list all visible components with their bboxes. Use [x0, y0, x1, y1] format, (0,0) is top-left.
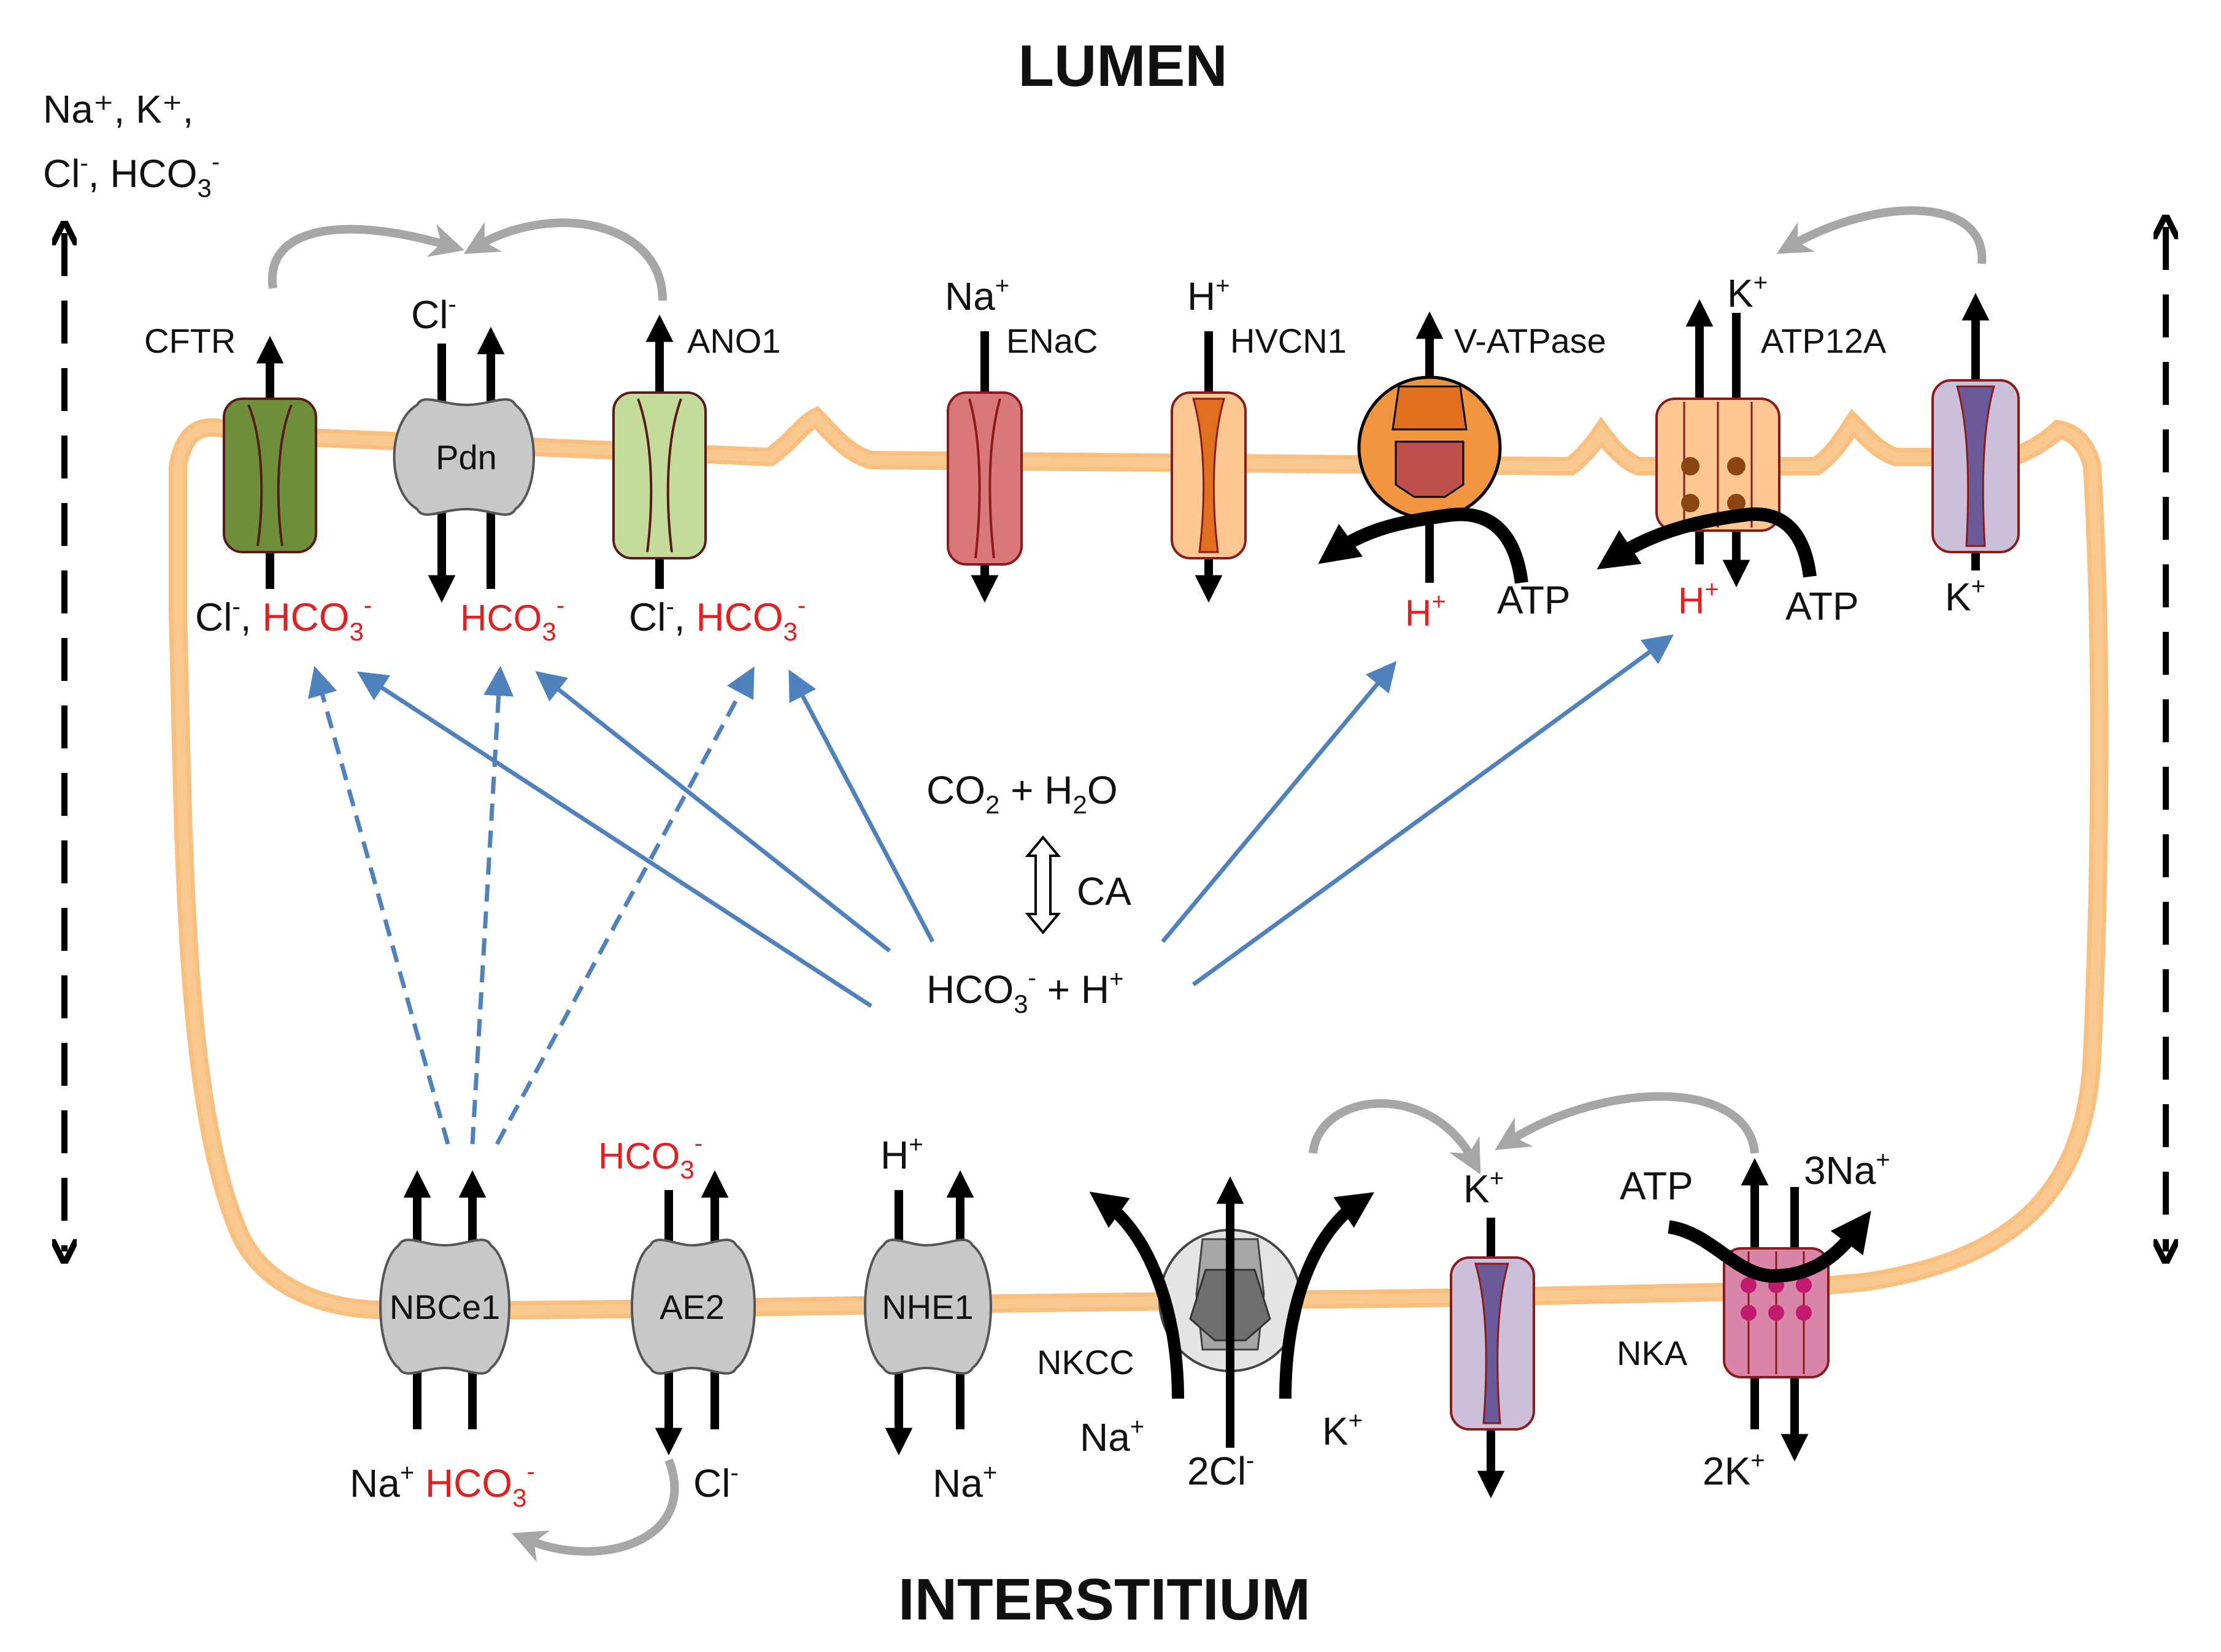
hco3-h-label: HCO3- + H+ [926, 964, 1123, 1018]
nkcc-k-label: K+ [1322, 1407, 1363, 1453]
nka-label: NKA [1617, 1334, 1688, 1372]
enac-na-label: Na+ [945, 272, 1009, 318]
ae2-hco3-label: HCO3- [598, 1130, 702, 1184]
atp12a-atp-curve [1596, 507, 1817, 578]
nhe1-na-label: Na+ [933, 1459, 997, 1505]
carbonic-anhydrase-reaction: CO2 + H2O CA HCO3- + H+ [926, 768, 1131, 1018]
co2-h2o-label: CO2 + H2O [926, 768, 1118, 819]
ano1-channel: ANO1 [612, 314, 781, 589]
nkcc-na-label: Na+ [1080, 1413, 1144, 1459]
ae2-cl-label: Cl- [693, 1459, 739, 1505]
ca-label: CA [1077, 869, 1131, 913]
blue-arrows-dashed [307, 666, 755, 1145]
ano1-label: ANO1 [687, 321, 781, 360]
cell-membrane [169, 405, 2109, 1320]
nhe1-label: NHE1 [882, 1288, 973, 1326]
atp12a-label: ATP12A [1761, 321, 1887, 360]
basolateral-k-channel: K+ [1450, 1165, 1535, 1499]
nkcc-cl-label: 2Cl- [1187, 1447, 1254, 1493]
v-atpase-atp-label: ATP [1497, 578, 1571, 622]
ae2-label: AE2 [660, 1288, 725, 1326]
pendrin-exchanger: Pdn Cl- [393, 291, 535, 603]
hvcn1-label: HVCN1 [1230, 321, 1347, 360]
hvcn1-h-label: H+ [1187, 272, 1230, 318]
nka-k-label: 2K+ [1703, 1447, 1765, 1493]
v-atpase-label: V-ATPase [1454, 321, 1606, 360]
apical-k-channel: K+ [1931, 293, 2020, 619]
ae2-exchanger: AE2 HCO3- Cl- [598, 1130, 756, 1505]
grey-arrow-nkcc-to-k [1309, 1099, 1481, 1175]
atp12a-pump: K+ ATP12A H+ ATP [1596, 269, 1887, 628]
nhe1-exchanger: NHE1 H+ Na+ [864, 1131, 997, 1505]
grey-arrow-cftr-to-pdn [268, 224, 464, 290]
atp12a-atp-label: ATP [1785, 584, 1859, 628]
nhe1-h-label: H+ [880, 1131, 923, 1177]
cftr-label: CFTR [144, 321, 236, 360]
nka-atp-label: ATP [1620, 1164, 1693, 1208]
atp12a-k-label: K+ [1727, 269, 1768, 315]
pdn-hco3-label: HCO3- [460, 592, 564, 646]
paracellular-line2: Cl-, HCO3- [43, 148, 220, 202]
cftr-channel: CFTR [144, 321, 317, 589]
pdn-cl-label: Cl- [411, 291, 456, 337]
v-atpase-atp-curve [1318, 507, 1528, 584]
paracellular-ions-label: Na⁺, K⁺, Cl-, HCO3- [43, 87, 220, 202]
grey-arrow-ae2-to-nbce1 [512, 1458, 679, 1562]
nka-pump: ATP 3Na+ NKA 2K+ [1617, 1147, 1890, 1493]
nkcc-label: NKCC [1037, 1343, 1134, 1381]
paracellular-line1: Na⁺, K⁺, [43, 87, 193, 131]
hvcn1-channel: H+ HVCN1 [1171, 272, 1347, 603]
v-atpase-h-label: H+ [1405, 588, 1446, 634]
nka-na-label: 3Na+ [1804, 1147, 1890, 1193]
grey-arrow-nka-to-k [1495, 1092, 1759, 1154]
nbce1-label: NBCe1 [390, 1288, 501, 1326]
nka-atp-curve [1668, 1210, 1871, 1283]
grey-arrow-ano1-to-pdn [463, 218, 667, 301]
pdn-label: Pdn [436, 438, 497, 477]
enac-channel: Na+ ENaC [945, 272, 1098, 603]
nbce1-ions-label: Na+ HCO3- [350, 1458, 535, 1512]
grey-arrow-k-to-atp12a [1776, 206, 1987, 264]
cftr-anion-label: Cl-, HCO3- [195, 592, 372, 646]
lumen-title: LUMEN [1018, 33, 1227, 99]
v-atpase-pump: V-ATPase H+ ATP [1318, 311, 1606, 634]
apical-k-label: K+ [1945, 573, 1985, 619]
nbce1-cotransporter: NBCe1 Na+ HCO3- [350, 1170, 535, 1512]
nkcc-cotransporter: NKCC Na+ 2Cl- K+ [1037, 1176, 1374, 1493]
atp12a-h-label: H+ [1678, 576, 1719, 621]
ano1-anion-label: Cl-, HCO3- [629, 592, 806, 646]
reversible-arrow [1025, 835, 1061, 935]
blue-arrows-solid [356, 634, 1674, 1008]
basolateral-k-label: K+ [1463, 1165, 1504, 1211]
enac-label: ENaC [1006, 321, 1098, 360]
interstitium-title: INTERSTITIUM [898, 1567, 1311, 1632]
